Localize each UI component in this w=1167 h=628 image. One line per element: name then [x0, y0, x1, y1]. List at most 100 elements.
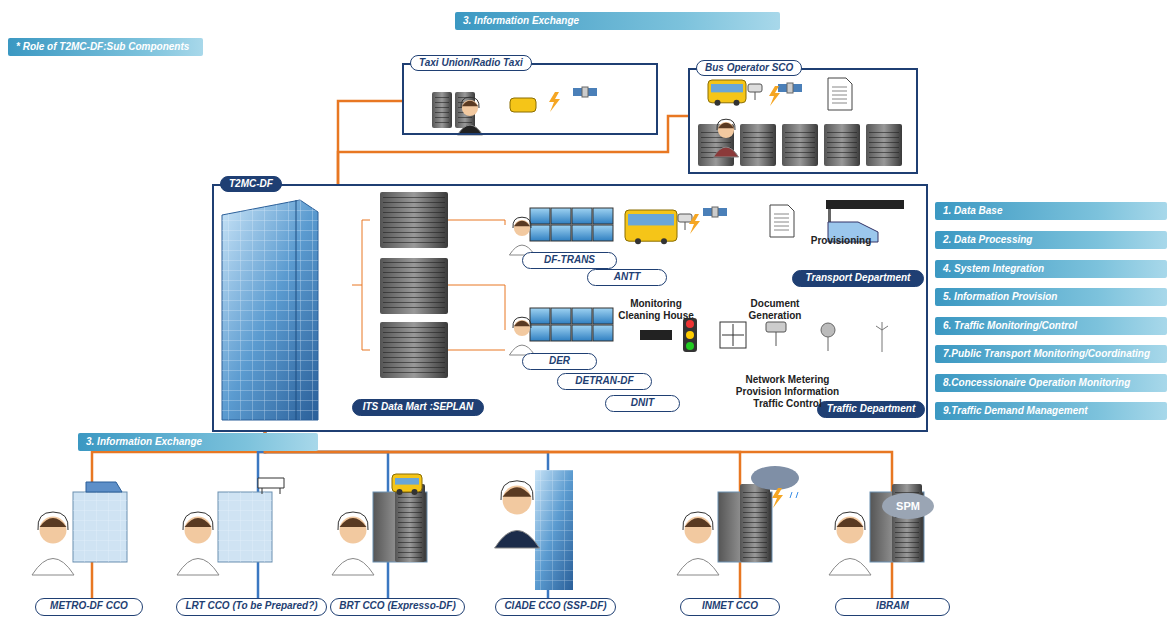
satellite	[582, 87, 588, 97]
headset	[717, 119, 735, 130]
node-text: 8.Concessionaire Operation Monitoring	[943, 374, 1130, 392]
traffic-light	[683, 318, 697, 352]
headset	[513, 217, 531, 228]
node-text: * Role of T2MC-DF:Sub Components	[16, 38, 189, 56]
person-head	[718, 122, 734, 138]
monitor	[551, 225, 571, 241]
server-rack	[380, 192, 448, 248]
satellite	[712, 207, 718, 217]
bus-window	[395, 478, 419, 485]
lrt-train	[258, 478, 284, 494]
node-text: DNIT	[631, 396, 654, 410]
solar-panel	[703, 208, 712, 216]
doc-line	[774, 218, 789, 219]
monitor	[593, 325, 613, 341]
rack-slots	[383, 326, 445, 374]
agency-label: BRT CCO (Expresso-DF)	[330, 598, 465, 616]
server-rack	[380, 322, 448, 378]
person-head	[185, 517, 212, 544]
monitor	[593, 308, 613, 324]
function-band: 2. Data Processing	[935, 231, 1167, 249]
agency-label: ITS Data Mart :SEPLAN	[352, 399, 484, 416]
lane-mark	[722, 324, 744, 346]
center-windows	[73, 492, 127, 562]
metro-train	[86, 482, 122, 492]
camera-pole	[755, 92, 756, 100]
wheel	[635, 238, 641, 244]
node-text: ANTT	[614, 270, 641, 284]
agency-label: IBRAM	[835, 598, 950, 616]
solar-panel	[778, 84, 787, 92]
person-head	[40, 517, 67, 544]
rack-slots	[383, 196, 445, 244]
node-text: 4. System Integration	[943, 260, 1044, 278]
function-band: 3. Information Exchange	[78, 433, 318, 451]
node-text: 1. Data Base	[943, 202, 1002, 220]
lamp	[686, 331, 694, 339]
person-head	[514, 320, 530, 336]
camera	[748, 84, 762, 92]
monitor	[530, 308, 550, 324]
server-rack	[782, 124, 818, 166]
function-band: 9.Traffic Demand Management	[935, 402, 1167, 420]
node-text: LRT CCO (To be Prepared?)	[185, 599, 317, 613]
hair	[685, 518, 712, 527]
link-line	[448, 220, 505, 350]
rain	[790, 492, 798, 498]
bus-window	[628, 214, 674, 225]
signal-bolt	[772, 488, 783, 508]
server-rack	[740, 124, 776, 166]
signal-bolt	[549, 92, 560, 112]
monitor	[530, 325, 550, 341]
monitor	[551, 208, 571, 224]
agency-label: INMET CCO	[680, 598, 780, 616]
node-text: DER	[549, 354, 570, 368]
cloud	[751, 466, 799, 490]
agency-label: Transport Department	[792, 270, 924, 287]
tower-windows	[535, 470, 573, 590]
monitor	[530, 225, 550, 241]
agency-label: DNIT	[605, 395, 680, 412]
headset	[501, 481, 533, 500]
agency-label: CIADE CCO (SSP-DF)	[495, 598, 616, 616]
person-head	[462, 100, 478, 116]
info-sign	[826, 200, 904, 209]
agency-label: DF-TRANS	[522, 252, 617, 269]
cloud-label: SPM	[893, 500, 923, 512]
connector-line	[265, 432, 388, 598]
person-body	[495, 530, 540, 548]
monitor	[572, 325, 592, 341]
panel-heading: Bus Operator SCO	[696, 60, 802, 76]
monitor	[572, 208, 592, 224]
node-text: 2. Data Processing	[943, 231, 1032, 249]
person-head	[503, 486, 532, 515]
monitor	[572, 308, 592, 324]
wheel	[412, 489, 418, 495]
server-rack	[432, 92, 452, 128]
wheel	[397, 489, 403, 495]
person-body	[677, 559, 719, 576]
agency-label: LRT CCO (To be Prepared?)	[176, 598, 327, 616]
connector-line	[338, 116, 688, 184]
node-text: 5. Information Provision	[943, 288, 1057, 306]
node-text: IBRAM	[876, 599, 909, 613]
doc-line	[832, 91, 847, 92]
agency-label: ANTT	[587, 269, 667, 286]
lane-sign	[720, 322, 746, 348]
bus-window	[711, 84, 743, 92]
agency-label: METRO-DF CCO	[35, 598, 143, 616]
person-body	[177, 559, 219, 576]
function-band: 4. System Integration	[935, 260, 1167, 278]
hair	[340, 518, 367, 527]
link-line	[352, 220, 370, 350]
connector-line	[265, 432, 740, 598]
wheel	[661, 238, 667, 244]
pole	[828, 337, 829, 351]
tower	[535, 470, 573, 590]
rack-slots	[398, 488, 422, 558]
antenna	[876, 322, 888, 352]
doc-line	[774, 226, 789, 227]
headset	[38, 512, 68, 530]
cctv-pole	[776, 332, 777, 346]
hair	[837, 518, 864, 527]
